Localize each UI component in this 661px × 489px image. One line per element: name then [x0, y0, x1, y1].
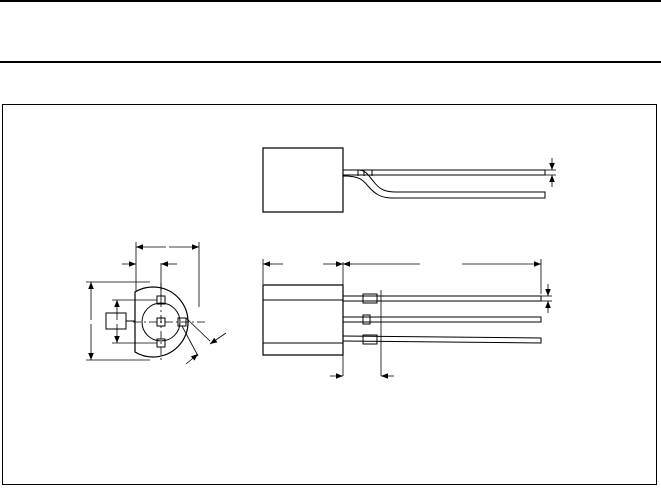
header-rule-bottom [0, 61, 661, 63]
side-view-lead-straight [343, 170, 545, 175]
end-view-dim-ext [186, 318, 210, 341]
end-view-body-outline [135, 287, 188, 357]
front-view-body [263, 285, 343, 355]
end-view-lead-circle [142, 303, 180, 341]
end-view-dim-arrow [210, 333, 226, 344]
front-view-lead-shoulder [363, 315, 370, 324]
end-view-dim-ext [182, 326, 198, 356]
header-rule-top [0, 0, 661, 2]
end-view [86, 242, 226, 364]
front-view-lead-shoulder [363, 335, 377, 344]
drawing-frame [2, 104, 657, 485]
front-view [263, 259, 552, 379]
front-view-lead-shoulder [363, 294, 377, 303]
side-view-body [263, 148, 343, 212]
end-view-lead-centre [157, 318, 165, 326]
end-view-flat-tab [106, 313, 126, 329]
side-view-lead-bent [343, 170, 545, 198]
end-view-dim-arrow [186, 354, 198, 364]
front-view-lead-2 [343, 317, 541, 322]
front-view-lead-1 [343, 296, 541, 301]
front-view-lead-3 [343, 336, 541, 343]
side-view [263, 148, 556, 212]
